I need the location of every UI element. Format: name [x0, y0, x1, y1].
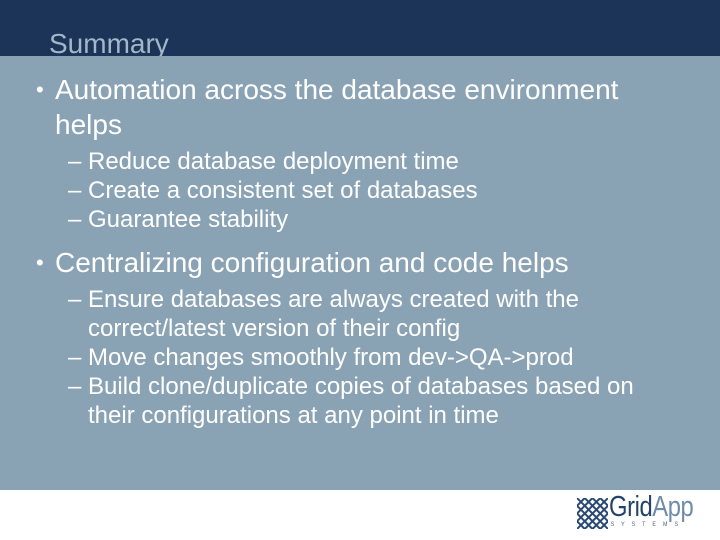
- sub-bullet-item: – Build clone/duplicate copies of databa…: [0, 372, 720, 430]
- dash-marker: –: [68, 344, 82, 371]
- bullet-text: Centralizing configuration and code help…: [55, 247, 569, 278]
- slide-title: Summary: [49, 28, 169, 56]
- sub-bullet-text: Create a consistent set of databases: [88, 177, 478, 204]
- bullet-item: • Centralizing configuration and code he…: [0, 245, 720, 280]
- sub-bullet-text: Ensure databases are always created with…: [88, 286, 579, 342]
- slide-footer: GridApp S Y S T E M S: [0, 490, 720, 540]
- gridapp-lattice-icon: [577, 498, 608, 529]
- sub-bullet-text: Move changes smoothly from dev->QA->prod: [88, 344, 574, 371]
- bullet-marker: •: [36, 77, 44, 102]
- sub-bullet-list: – Ensure databases are always created wi…: [0, 285, 720, 430]
- gridapp-wordmark: GridApp S Y S T E M S: [609, 491, 694, 529]
- slide-body: • Automation across the database environ…: [0, 56, 720, 490]
- dash-marker: –: [68, 148, 82, 175]
- dash-marker: –: [68, 286, 82, 313]
- sub-bullet-list: – Reduce database deployment time – Crea…: [0, 147, 720, 234]
- logo-grid-text: Grid: [609, 491, 653, 523]
- sub-bullet-text: Build clone/duplicate copies of database…: [88, 373, 634, 429]
- bullet-text: Automation across the database environme…: [55, 74, 619, 140]
- logo-app-text: App: [652, 491, 694, 523]
- bullet-marker: •: [36, 250, 44, 275]
- sub-bullet-item: – Move changes smoothly from dev->QA->pr…: [0, 343, 720, 372]
- gridapp-name: GridApp: [609, 491, 694, 523]
- sub-bullet-item: – Reduce database deployment time: [0, 147, 720, 176]
- logo-systems-text: S Y S T E M S: [610, 521, 681, 528]
- dash-marker: –: [68, 177, 82, 204]
- sub-bullet-item: – Ensure databases are always created wi…: [0, 285, 720, 343]
- dash-marker: –: [68, 373, 82, 400]
- gridapp-logo: GridApp S Y S T E M S: [577, 493, 712, 529]
- sub-bullet-text: Reduce database deployment time: [88, 148, 459, 175]
- sub-bullet-item: – Guarantee stability: [0, 205, 720, 234]
- bullet-item: • Automation across the database environ…: [0, 72, 720, 142]
- slide-header-bar: Summary: [0, 0, 720, 56]
- sub-bullet-item: – Create a consistent set of databases: [0, 176, 720, 205]
- sub-bullet-text: Guarantee stability: [88, 206, 289, 233]
- dash-marker: –: [68, 206, 82, 233]
